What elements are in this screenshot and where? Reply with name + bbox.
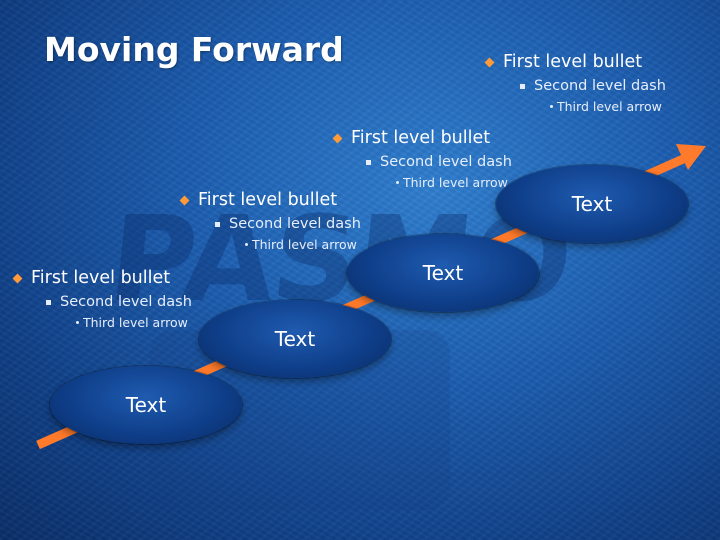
level1-item: First level bullet (179, 190, 361, 210)
step-ellipse-3[interactable]: Text (347, 234, 539, 312)
bullet-block-1: First level bullet Second level dash Thi… (484, 52, 666, 114)
dot-bullet-icon (550, 105, 553, 108)
step-ellipse-1[interactable]: Text (50, 366, 242, 444)
dot-bullet-icon (245, 243, 248, 246)
level2-text: Second level dash (534, 78, 666, 94)
step-ellipse-4[interactable]: Text (496, 165, 688, 243)
diamond-bullet-icon (484, 57, 495, 67)
level2-item: Second level dash (520, 78, 666, 94)
level1-item: First level bullet (332, 128, 512, 148)
level2-item: Second level dash (46, 294, 192, 310)
diamond-bullet-icon (179, 195, 190, 205)
level2-text: Second level dash (60, 294, 192, 310)
level3-text: Third level arrow (83, 315, 188, 330)
square-bullet-icon (520, 83, 525, 89)
level1-text: First level bullet (31, 268, 171, 288)
level3-item: Third level arrow (245, 237, 361, 252)
level1-text: First level bullet (351, 128, 491, 148)
level3-text: Third level arrow (557, 99, 662, 114)
diamond-bullet-icon (332, 133, 343, 143)
dot-bullet-icon (396, 181, 399, 184)
level3-text: Third level arrow (403, 175, 508, 190)
bullet-block-3: First level bullet Second level dash Thi… (179, 190, 361, 252)
level1-text: First level bullet (503, 52, 643, 72)
slide-title: Moving Forward (44, 30, 344, 69)
level1-item: First level bullet (484, 52, 666, 72)
level2-text: Second level dash (229, 216, 361, 232)
bullet-block-4: First level bullet Second level dash Thi… (12, 268, 192, 330)
level1-text: First level bullet (198, 190, 338, 210)
level3-text: Third level arrow (252, 237, 357, 252)
diamond-bullet-icon (12, 273, 23, 283)
step-ellipse-2[interactable]: Text (199, 300, 391, 378)
level3-item: Third level arrow (396, 175, 512, 190)
square-bullet-icon (46, 299, 51, 305)
level2-item: Second level dash (215, 216, 361, 232)
dot-bullet-icon (76, 321, 79, 324)
level2-item: Second level dash (366, 154, 512, 170)
bullet-block-2: First level bullet Second level dash Thi… (332, 128, 512, 190)
square-bullet-icon (366, 159, 371, 165)
level2-text: Second level dash (380, 154, 512, 170)
square-bullet-icon (215, 221, 220, 227)
level3-item: Third level arrow (550, 99, 666, 114)
level1-item: First level bullet (12, 268, 192, 288)
level3-item: Third level arrow (76, 315, 192, 330)
